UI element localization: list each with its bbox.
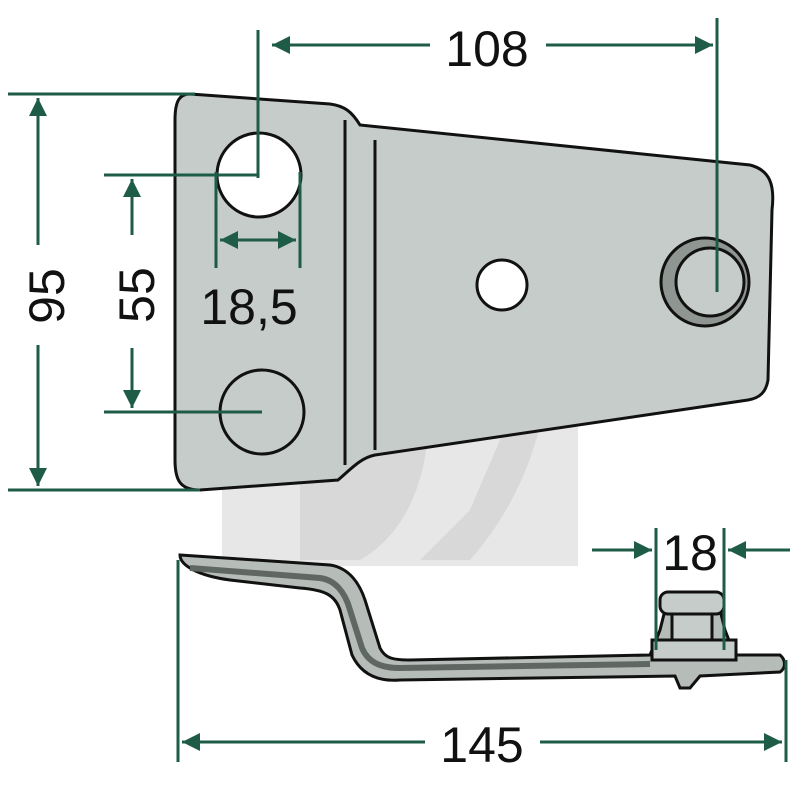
dimension-95: 95 <box>8 92 200 492</box>
plate-outline <box>173 92 775 492</box>
side-edge-shade <box>189 565 651 672</box>
bracket-side-view <box>178 553 786 690</box>
dimension-label-55: 55 <box>109 267 165 323</box>
bracket-top-view <box>173 92 775 492</box>
dimension-18-5: 18,5 <box>200 172 302 335</box>
center-hole <box>475 258 529 312</box>
dimension-label-18-5: 18,5 <box>200 279 297 335</box>
dimension-label-95: 95 <box>19 268 75 324</box>
dimension-label-18: 18 <box>662 525 718 581</box>
dimension-label-108: 108 <box>445 21 528 77</box>
side-profile <box>178 553 786 690</box>
dimension-55: 55 <box>104 173 262 414</box>
dimension-108: 108 <box>256 18 719 292</box>
pin-head <box>658 590 726 616</box>
pin-boss-inner <box>674 246 746 318</box>
dimension-18: 18 <box>592 525 790 650</box>
dimension-145: 145 <box>176 560 788 773</box>
pin-shank <box>670 610 714 642</box>
dimension-label-145: 145 <box>440 717 523 773</box>
